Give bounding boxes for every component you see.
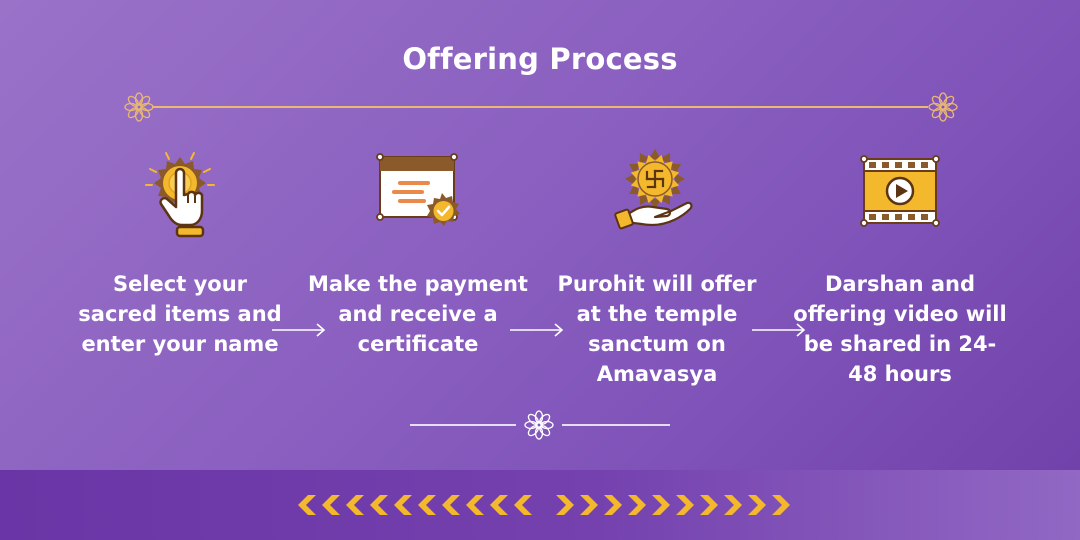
bottom-divider-right [562, 424, 670, 426]
title-divider [152, 106, 928, 108]
step-select-items: Select your sacred items and enter your … [70, 145, 290, 359]
arrow-right-icon [272, 323, 326, 337]
footer-band [0, 470, 1080, 540]
step-darshan-video: Darshan and offering video will be share… [790, 145, 1010, 389]
certificate-icon [376, 153, 460, 226]
arrow-right-icon [752, 323, 806, 337]
tap-hand-icon [145, 152, 215, 238]
arrow-right-icon [510, 323, 564, 337]
swastika-offering-icon [614, 149, 693, 230]
step-purohit-offer: Purohit will offer at the temple sanctum… [547, 145, 767, 389]
chevron-border-icon [298, 495, 790, 515]
mandala-right-icon [928, 92, 958, 122]
video-play-icon [860, 155, 940, 227]
bottom-divider-left [410, 424, 516, 426]
step-make-payment: Make the payment and receive a certifica… [308, 145, 528, 359]
step-label: Select your sacred items and enter your … [78, 272, 282, 356]
step-label: Darshan and offering video will be share… [793, 272, 1007, 386]
mandala-center-icon [524, 410, 554, 440]
process-steps: Select your sacred items and enter your … [0, 145, 1080, 405]
step-label: Make the payment and receive a certifica… [308, 272, 528, 356]
page-title: Offering Process [402, 42, 678, 76]
mandala-left-icon [124, 92, 154, 122]
step-label: Purohit will offer at the temple sanctum… [557, 272, 757, 386]
